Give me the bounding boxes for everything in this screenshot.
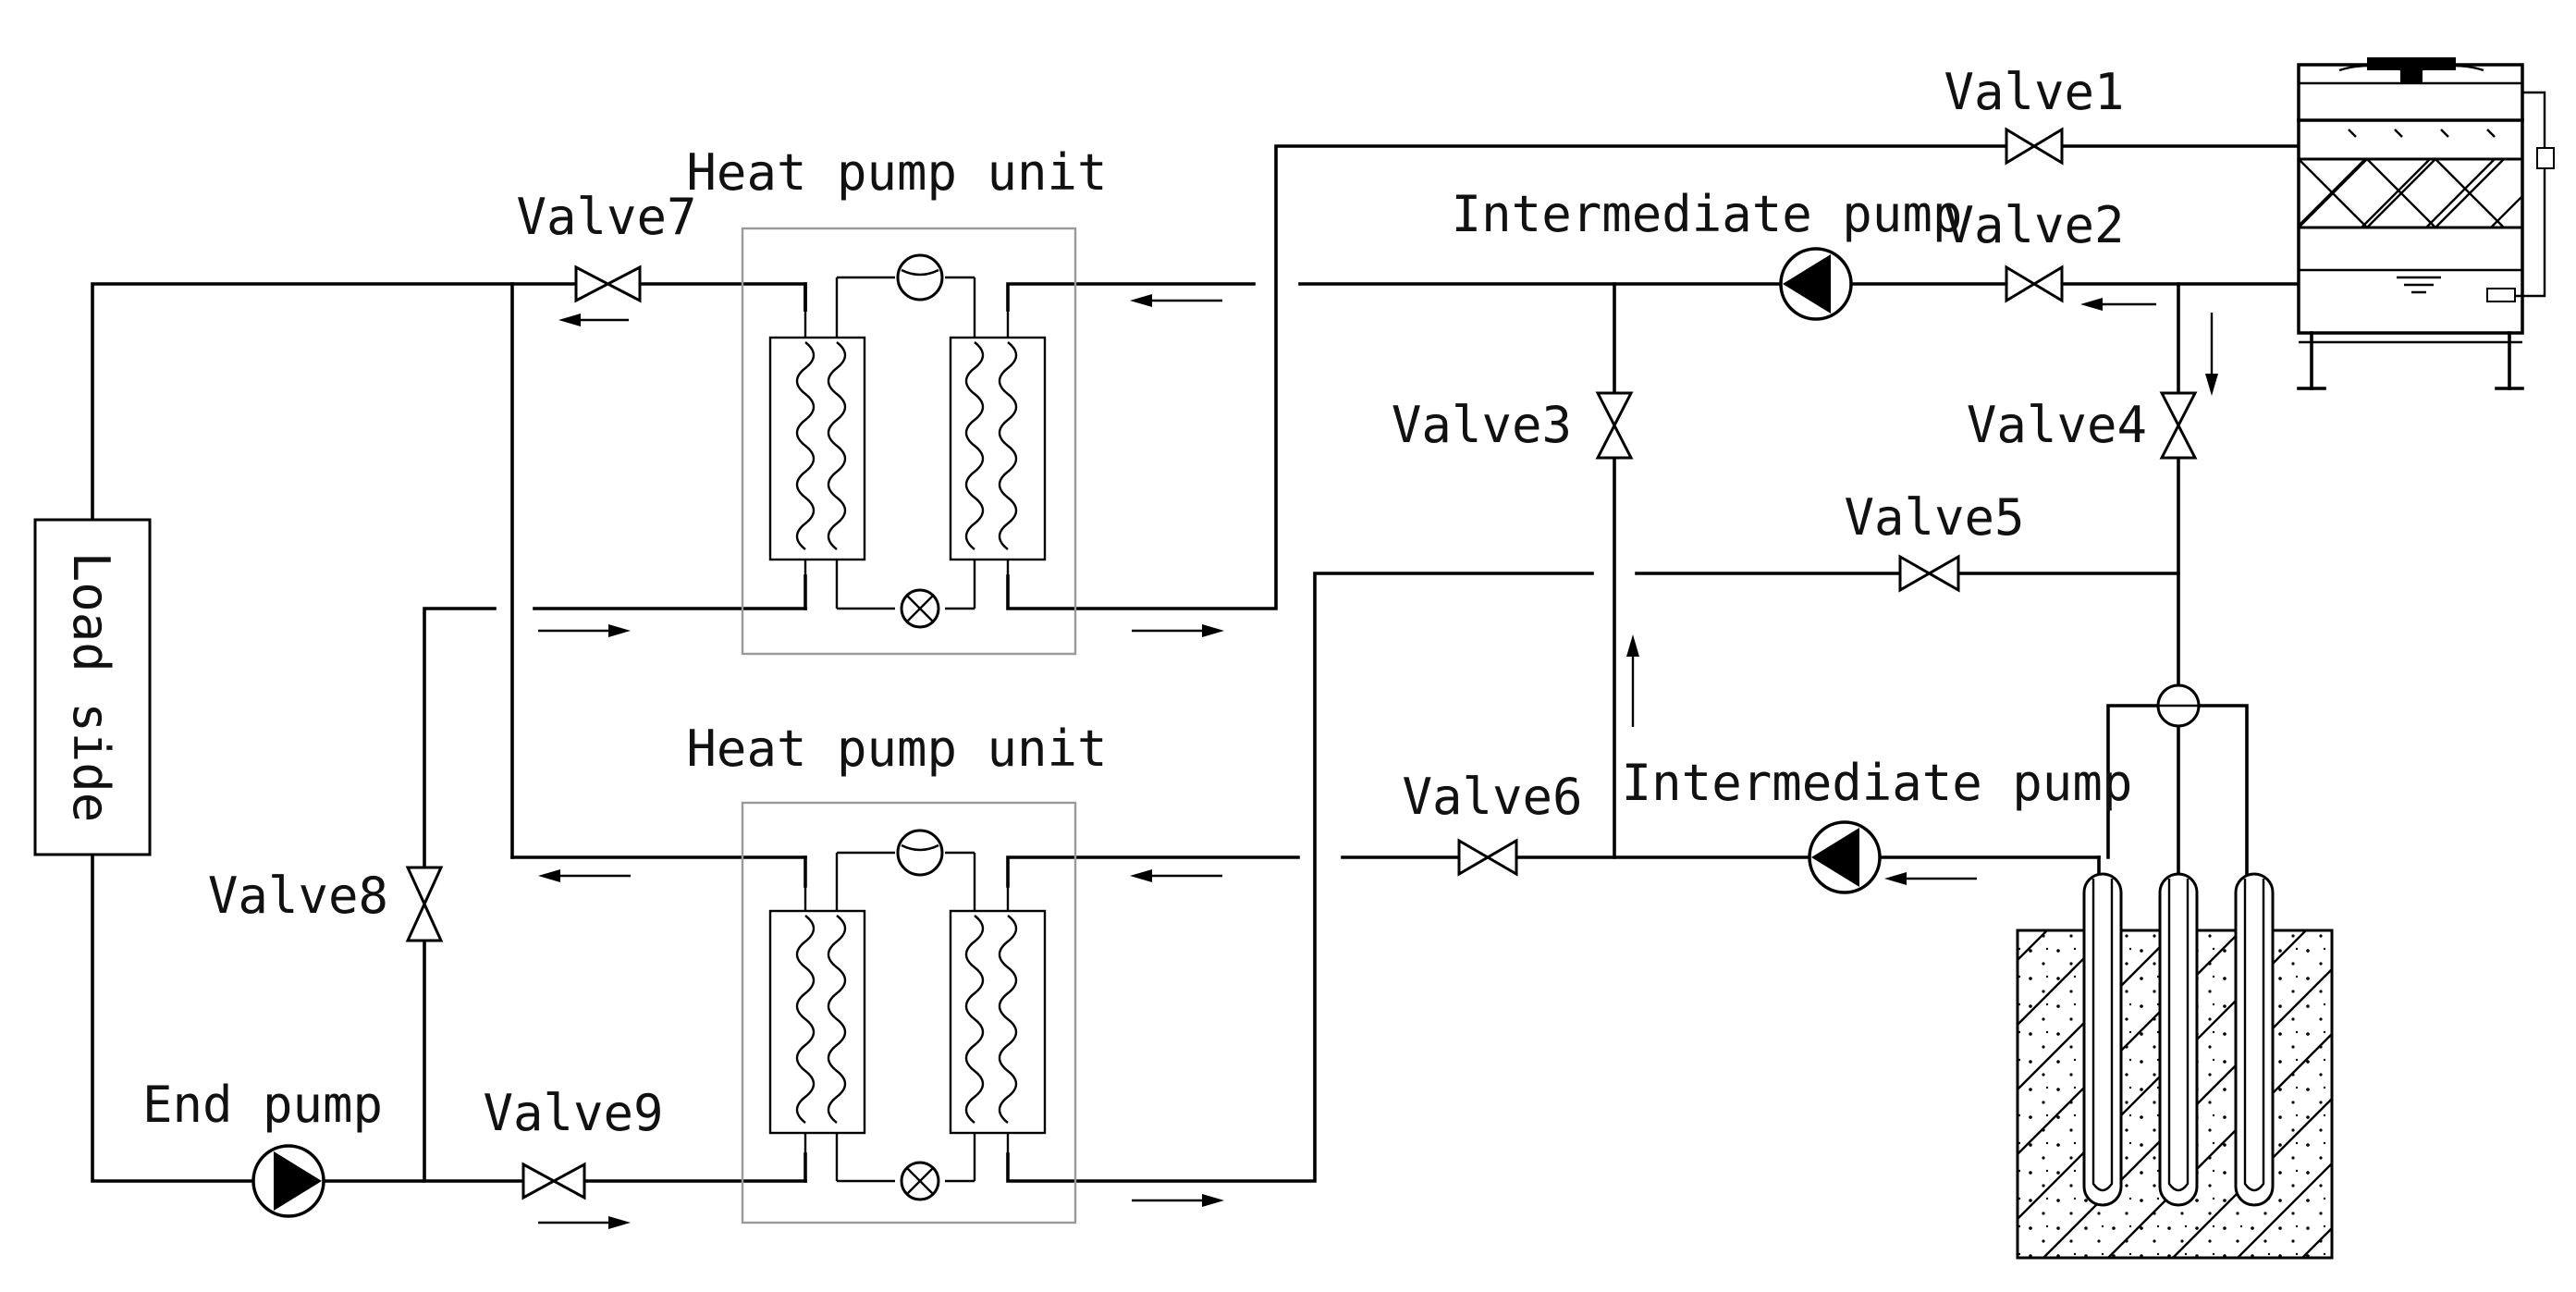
arrow-right-icon — [538, 624, 631, 637]
valve-7: Valve7 — [516, 188, 697, 303]
arrow-right-icon — [1132, 1194, 1224, 1207]
intermediate-pump-top: Intermediate pump — [1452, 185, 1963, 321]
valve4-label: Valve4 — [1967, 396, 2147, 454]
intermediate-pump-top-label: Intermediate pump — [1452, 185, 1963, 243]
heat-pump-unit-top: Heat pump unit — [686, 143, 1108, 656]
valve-6: Valve6 — [1402, 768, 1583, 877]
arrow-left-icon — [558, 314, 629, 326]
ground-heat-exchanger-icon — [2016, 683, 2334, 1260]
load-side-label: Load side — [62, 552, 120, 823]
valve2-label: Valve2 — [1944, 196, 2124, 254]
valve-5: Valve5 — [1844, 488, 2025, 593]
arrow-left-icon — [1884, 872, 1977, 885]
arrow-left-icon — [538, 869, 631, 882]
valve8-label: Valve8 — [208, 867, 388, 925]
valve-1: Valve1 — [1944, 63, 2125, 166]
valve3-label: Valve3 — [1392, 396, 1572, 454]
flow-arrows — [538, 294, 2218, 1229]
arrow-left-icon — [1130, 869, 1222, 882]
compressor-icon — [896, 829, 944, 877]
arrow-down-icon — [2205, 313, 2218, 396]
arrow-right-icon — [1132, 624, 1224, 637]
valve9-label: Valve9 — [483, 1084, 663, 1142]
load-side-box: Load side — [33, 518, 152, 856]
compressor-icon — [896, 253, 944, 301]
valve-2: Valve2 — [1944, 196, 2125, 303]
intermediate-pump-bottom: Intermediate pump — [1622, 754, 2133, 894]
arrow-left-icon — [1130, 294, 1222, 307]
end-pump: End pump — [142, 1076, 383, 1218]
arrow-right-icon — [538, 1216, 631, 1229]
valve6-label: Valve6 — [1402, 768, 1582, 826]
intermediate-pump-bottom-label: Intermediate pump — [1622, 754, 2133, 812]
end-pump-label: End pump — [142, 1076, 383, 1134]
arrow-left-icon — [2080, 298, 2156, 311]
cooling-tower-icon — [2297, 57, 2555, 390]
valve-8: Valve8 — [208, 866, 444, 942]
valve-3: Valve3 — [1392, 391, 1634, 460]
valve5-label: Valve5 — [1844, 488, 2024, 547]
valve1-label: Valve1 — [1944, 63, 2124, 121]
heat-pump-unit-top-label: Heat pump unit — [686, 143, 1107, 202]
heat-pump-unit-bottom-label: Heat pump unit — [686, 720, 1107, 778]
valve-9: Valve9 — [483, 1084, 664, 1200]
valve-4: Valve4 — [1967, 391, 2198, 460]
valve7-label: Valve7 — [516, 188, 696, 246]
heat-pump-unit-bottom: Heat pump unit — [686, 720, 1108, 1224]
arrow-up-icon — [1626, 634, 1639, 727]
